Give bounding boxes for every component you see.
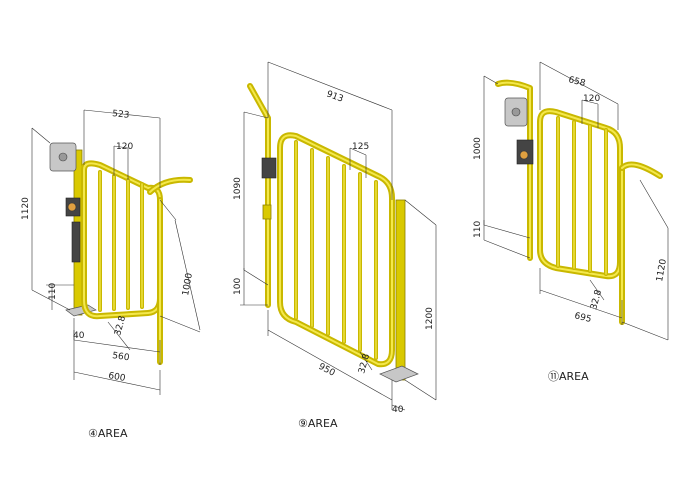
gate9-dim-bottom-gap: 100: [233, 278, 243, 295]
gate11-dimension-lines: [483, 61, 669, 341]
gate-area11: 658 120 1000 110 1120 32.8 695 ⑪AREA: [473, 61, 669, 383]
gate9-dim-bar-spacing: 125: [352, 142, 369, 152]
gate4-dim-outer-width: 600: [107, 371, 126, 384]
gate4-dim-bar-spacing: 120: [116, 142, 133, 152]
gate-area9: 913 125 1090 100 1200 32.8 950 40 ⑨AREA: [233, 61, 437, 430]
gate9-bars: [294, 140, 378, 360]
gate11-bars: [556, 116, 608, 276]
gate4-dim-width-top: 523: [112, 109, 130, 121]
gate11-lock-ring: [519, 150, 529, 160]
gate11-dim-rail-height: 1120: [655, 258, 669, 283]
gate11-dim-bar-size: 32.8: [589, 289, 604, 311]
gate4-hinge-bracket: [71, 221, 81, 263]
gate9-latch: [261, 157, 277, 179]
gate11-dim-width-bottom: 695: [573, 311, 592, 325]
gate4-lock-ring: [67, 202, 77, 212]
gate11-dim-bar-spacing: 120: [583, 94, 600, 104]
gate9-frame-highlight: [279, 134, 393, 366]
gate11-left-post-hi: [497, 81, 531, 259]
gate4-dim-height: 1120: [21, 197, 31, 220]
gate4-dim-rail-height: 1000: [181, 272, 195, 297]
gate4-frame: [81, 160, 163, 320]
gate4-dim-inner-width: 560: [112, 351, 131, 363]
gate11-dim-width-top: 658: [567, 75, 586, 89]
gate4-base-plate: [65, 304, 97, 317]
gate4-hook-hi: [149, 178, 191, 193]
gate11-dim-height: 1000: [473, 137, 483, 160]
gate11-caption: ⑪AREA: [548, 370, 589, 383]
gate4-bars: [98, 170, 144, 312]
gate4-box-knob: [58, 152, 68, 162]
gate-area4: 523 120 1120 110 1000 32.8 40 560 600 ④A…: [21, 109, 201, 440]
gate11-hook-hi: [621, 163, 661, 177]
gate9-dim-width-bottom: 950: [317, 362, 337, 379]
gate11-box-knob: [511, 107, 521, 117]
gate4-caption: ④AREA: [88, 427, 128, 440]
gate9-hinge: [262, 204, 272, 220]
gate9-dim-base: 40: [392, 405, 404, 415]
gate9-left-post: [247, 83, 271, 308]
gate9-base-plate: [379, 365, 419, 383]
gate9-dim-width-top: 913: [325, 89, 345, 104]
gate4-dimension-lines: [31, 109, 201, 395]
gate9-caption: ⑨AREA: [298, 417, 338, 430]
gate4-dim-bottom-gap: 110: [48, 283, 58, 300]
gate9-right-post: [395, 199, 406, 381]
gate4-dim-base: 40: [73, 331, 85, 341]
gate9-dim-post-height: 1200: [425, 307, 435, 330]
gate11-dim-bottom-gap: 110: [473, 221, 483, 238]
gate9-dimension-lines: [240, 61, 437, 411]
gate9-dim-height: 1090: [233, 177, 243, 200]
